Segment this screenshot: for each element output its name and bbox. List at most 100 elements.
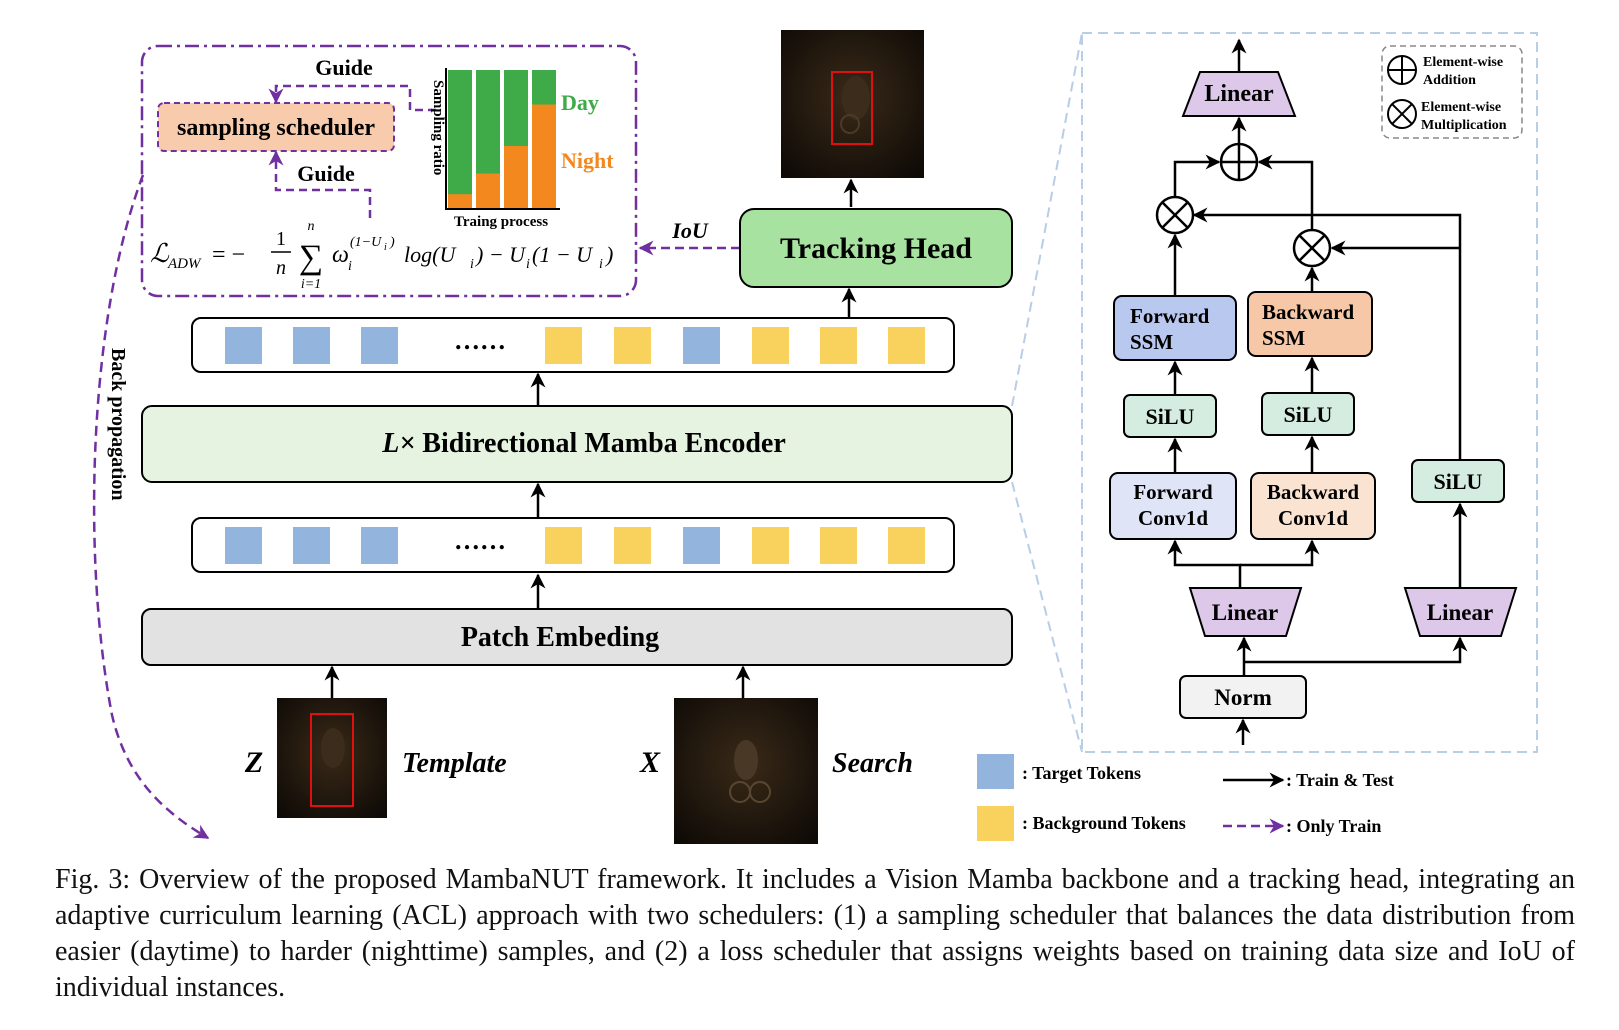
- linear-left-box: [1188, 587, 1303, 637]
- forward-ssm-label-line1: Forward: [1130, 304, 1210, 328]
- adw-loss-formula: ℒ ADW = − 1 n n ∑ i=1 ω i (1−U i ) log(U…: [150, 219, 613, 292]
- addition-node-icon: [1219, 142, 1259, 182]
- forward-multiply-icon: [1155, 195, 1195, 235]
- chart-x-label: Traing process: [454, 214, 548, 230]
- norm-label: Norm: [1214, 685, 1271, 710]
- background-token: [545, 527, 582, 564]
- day-bar-1: [448, 70, 472, 208]
- linear-top-label: Linear: [1204, 81, 1274, 107]
- loss-omega-sup: (1−U: [350, 235, 382, 250]
- target-token: [225, 527, 262, 564]
- token-ellipsis: ……: [454, 526, 506, 555]
- tracking-head-box: [739, 208, 1013, 288]
- sampling-ratio-chart: Sampling ratio Traing process Day Night: [430, 68, 614, 230]
- loss-omega-sup-end: ): [389, 235, 395, 250]
- backward-ssm-label-line1: Backward: [1262, 300, 1354, 324]
- loss-sum-top: n: [308, 219, 315, 234]
- background-token: [614, 327, 651, 364]
- zoom-line-bottom: [1011, 481, 1083, 753]
- norm-to-linear-right-arrow: [1244, 636, 1468, 664]
- target-token-legend: : Target Tokens: [1022, 763, 1141, 783]
- silu-backward-label: SiLU: [1284, 402, 1333, 427]
- backward-conv-label-line2: Conv1d: [1278, 506, 1348, 530]
- silu-backward-box: [1261, 392, 1355, 436]
- iou-label: IoU: [671, 218, 709, 243]
- ops-legend-box: [1381, 45, 1523, 139]
- background-token: [752, 527, 789, 564]
- output-tokens: ……: [225, 326, 925, 364]
- only-train-legend: : Only Train: [1286, 816, 1381, 836]
- loss-tail: (1 − U: [532, 242, 594, 267]
- mamba-block-panel: [1081, 32, 1538, 753]
- silu-forward-label: SiLU: [1146, 404, 1195, 429]
- loss-sum-symbol: ∑: [299, 239, 323, 276]
- silu-right-box: [1411, 459, 1505, 503]
- linear-right-label: Linear: [1427, 600, 1493, 625]
- loss-mid-sub: i: [526, 257, 530, 272]
- multiplication-legend-line1: Element-wise: [1421, 100, 1501, 115]
- target-token: [361, 327, 398, 364]
- forward-to-add-arrow: [1173, 154, 1221, 197]
- back-propagation-label: Back propagation: [107, 348, 129, 500]
- backward-conv-box: [1250, 472, 1376, 540]
- background-token: [752, 327, 789, 364]
- loss-omega-sup-sub: i: [384, 242, 387, 253]
- back-propagation-arrow: [92, 174, 210, 840]
- template-image: [277, 698, 387, 818]
- linear-left-label: Linear: [1212, 600, 1278, 625]
- backward-conv-label-line1: Backward: [1267, 480, 1359, 504]
- output-bbox: [831, 71, 873, 145]
- loss-equals: = −: [212, 242, 245, 268]
- multiplication-legend-line2: Multiplication: [1421, 118, 1507, 133]
- background-token: [614, 527, 651, 564]
- template-bbox: [310, 713, 354, 807]
- loss-lhs-sub: ADW: [167, 256, 202, 272]
- linear-right-box: [1403, 587, 1518, 637]
- backward-to-add-arrow: [1257, 154, 1314, 230]
- multiplication-icon: [1387, 99, 1417, 129]
- template-variable: Z: [244, 746, 263, 779]
- night-legend-label: Night: [561, 148, 614, 173]
- backward-multiply-icon: [1292, 228, 1332, 268]
- chart-y-label: Sampling ratio: [430, 80, 446, 175]
- zoom-line-top: [1011, 32, 1083, 407]
- backward-ssm-label-line2: SSM: [1262, 326, 1305, 350]
- night-bar-2: [476, 173, 500, 208]
- forward-conv-box: [1109, 472, 1237, 540]
- night-bar-3: [504, 145, 528, 208]
- guide-arrow-top: [268, 84, 436, 112]
- target-token: [683, 327, 720, 364]
- framework-diagram: Guide sampling scheduler Guide Sampling …: [92, 30, 1538, 844]
- background-token: [545, 327, 582, 364]
- guide-label-bottom: Guide: [297, 161, 355, 186]
- addition-icon: [1387, 55, 1417, 85]
- target-token: [293, 527, 330, 564]
- loss-sum-bottom: i=1: [301, 277, 321, 292]
- forward-ssm-label-line2: SSM: [1130, 330, 1173, 354]
- addition-legend-line1: Element-wise: [1423, 55, 1503, 70]
- backward-ssm-box: [1247, 291, 1373, 357]
- day-legend-label: Day: [561, 90, 599, 115]
- guide-label-top: Guide: [315, 55, 373, 80]
- scheduler-panel: [140, 44, 638, 298]
- loss-log-sub: i: [470, 257, 474, 272]
- target-token: [225, 327, 262, 364]
- gate-to-forward-arrow: [1192, 207, 1462, 475]
- night-bar-4: [532, 104, 556, 208]
- target-token: [361, 527, 398, 564]
- background-token: [888, 327, 925, 364]
- token-legend: : Target Tokens : Background Tokens : Tr…: [977, 754, 1394, 841]
- linear-top-box: [1181, 71, 1297, 117]
- norm-box: [1179, 675, 1307, 719]
- loss-omega-sub: i: [348, 259, 352, 274]
- background-token: [820, 527, 857, 564]
- mamba-encoder-box: [141, 405, 1013, 483]
- train-test-legend: : Train & Test: [1286, 770, 1394, 790]
- loss-log-term: log(U: [404, 242, 457, 267]
- input-tokens: ……: [225, 526, 925, 564]
- tracking-head-label: Tracking Head: [780, 232, 972, 265]
- figure-caption: Fig. 3: Overview of the proposed MambaNU…: [55, 864, 1575, 1003]
- background-token: [820, 327, 857, 364]
- target-token: [293, 327, 330, 364]
- loss-frac-den: n: [276, 257, 286, 279]
